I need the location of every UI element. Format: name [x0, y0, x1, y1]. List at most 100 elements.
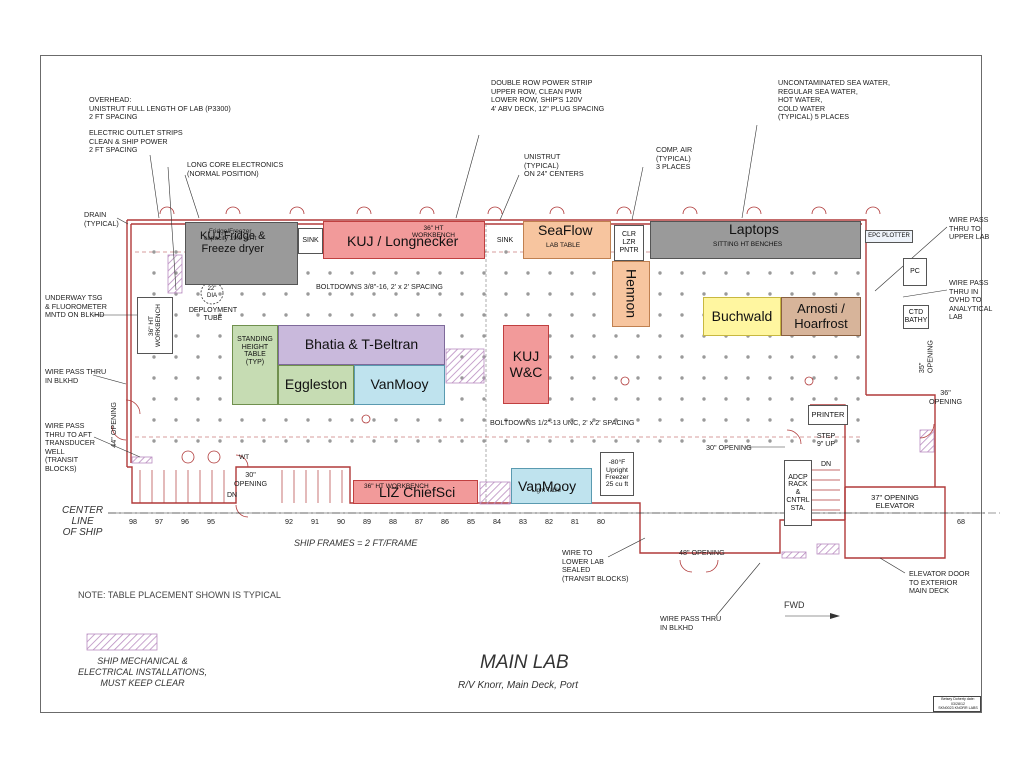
zone-bhatia: Bhatia & T-Beltran [278, 325, 445, 365]
boltdown-dot [218, 376, 222, 380]
boltdown-dot [658, 355, 662, 359]
boltdown-dot [350, 439, 354, 443]
boltdown-dot [196, 313, 200, 317]
note-drain: DRAIN (TYPICAL) [84, 210, 119, 228]
boltdown-dot [482, 313, 486, 317]
boltdown-dot [152, 250, 156, 254]
fixture-side-workbench: 36" HT WORKBENCH [137, 297, 173, 354]
boltdown-dot [196, 418, 200, 422]
fixture-wt: WT [238, 454, 250, 462]
boltdown-dot [174, 313, 178, 317]
boltdown-dot [350, 292, 354, 296]
boltdown-dot [548, 376, 552, 380]
boltdown-dot [438, 418, 442, 422]
boltdown-dot [152, 397, 156, 401]
ship-frames-label: SHIP FRAMES = 2 FT/FRAME [294, 538, 418, 548]
zone-laptops: SITTING HT BENCHES Laptops [650, 221, 861, 259]
frame-number: 87 [415, 517, 423, 526]
frame-number: 86 [441, 517, 449, 526]
boltdown-dot [460, 397, 464, 401]
boltdown-dot [394, 313, 398, 317]
boltdown-dot [152, 292, 156, 296]
boltdown-dot [746, 397, 750, 401]
boltdown-dot [636, 376, 640, 380]
boltdown-dot [658, 334, 662, 338]
boltdown-dot [790, 439, 794, 443]
boltdown-dot [394, 292, 398, 296]
boltdown-dot [856, 439, 860, 443]
boltdown-dot [680, 376, 684, 380]
boltdown-dot [394, 418, 398, 422]
boltdown-dot [768, 418, 772, 422]
boltdown-dot [394, 439, 398, 443]
boltdown-dot [636, 397, 640, 401]
boltdown-dot [416, 418, 420, 422]
fixture-sink-1: SINK [298, 228, 323, 254]
boltdown-dot [680, 271, 684, 275]
boltdown-dot [746, 271, 750, 275]
boltdown-dot [174, 397, 178, 401]
boltdown-dot [834, 397, 838, 401]
fixture-step: STEP 9" UP [816, 433, 836, 448]
boltdown-dot [768, 439, 772, 443]
boltdown-dot [658, 271, 662, 275]
boltdown-dot [262, 313, 266, 317]
boltdown-dot [196, 376, 200, 380]
boltdown-dot [724, 376, 728, 380]
boltdown-dot [240, 418, 244, 422]
boltdown-dot [636, 334, 640, 338]
boltdown-dot [306, 439, 310, 443]
frame-number: 96 [181, 517, 189, 526]
boltdown-dot [812, 292, 816, 296]
boltdown-dot [834, 271, 838, 275]
boltdown-dot [372, 313, 376, 317]
boltdown-dot [328, 292, 332, 296]
boltdown-dot [196, 292, 200, 296]
note-outlet-strips: ELECTRIC OUTLET STRIPS CLEAN & SHIP POWE… [89, 128, 183, 155]
boltdown-dot [548, 418, 552, 422]
boltdown-dot [746, 418, 750, 422]
boltdown-dot [592, 418, 596, 422]
boltdown-dot [240, 439, 244, 443]
boltdown-dot [856, 271, 860, 275]
boltdown-dot [262, 292, 266, 296]
boltdown-dot [570, 418, 574, 422]
boltdown-dot [328, 439, 332, 443]
boltdown-dot [702, 418, 706, 422]
boltdown-dot [438, 439, 442, 443]
boltdown-dot [460, 334, 464, 338]
boltdown-dot [614, 397, 618, 401]
boltdown-dot [658, 418, 662, 422]
frame-number: 89 [363, 517, 371, 526]
zone-buchwald: Buchwald [703, 297, 781, 336]
boltdown-dot [702, 397, 706, 401]
boltdown-dot [658, 376, 662, 380]
boltdown-dot [416, 271, 420, 275]
boltdown-dot [724, 418, 728, 422]
fixture-clr-lzr-pntr: CLR LZR PNTR [614, 225, 644, 261]
boltdown-dot [174, 355, 178, 359]
fridge-capacity-label: Fridge/Freezer capacity 19.9 cu ft [204, 228, 257, 242]
boltdown-dot [416, 292, 420, 296]
boltdown-dot [482, 397, 486, 401]
note-seawater: UNCONTAMINATED SEA WATER, REGULAR SEA WA… [778, 78, 890, 122]
boltdown-dot [680, 292, 684, 296]
boltdown-dot [460, 418, 464, 422]
boltdown-dot [196, 439, 200, 443]
boltdown-dot [240, 313, 244, 317]
boltdown-dot [306, 418, 310, 422]
boltdown-dot [768, 292, 772, 296]
boltdown-dot [790, 397, 794, 401]
fixture-ctd-bathy: CTD BATHY [903, 305, 929, 329]
boltdown-dot [614, 334, 618, 338]
boltdown-dot [394, 271, 398, 275]
boltdown-dot [834, 292, 838, 296]
boltdown-dot [438, 271, 442, 275]
boltdown-dot [790, 292, 794, 296]
note-double-row: DOUBLE ROW POWER STRIP UPPER ROW, CLEAN … [491, 78, 605, 113]
boltdown-dot [548, 271, 552, 275]
fixture-adcp-rack: ADCP RACK & CNTRL STA. [784, 460, 812, 526]
note-opening-36: 36" OPENING [929, 388, 963, 406]
fixture-epc-plotter: EPC PLOTTER [865, 230, 913, 243]
boltdown-dot [592, 292, 596, 296]
